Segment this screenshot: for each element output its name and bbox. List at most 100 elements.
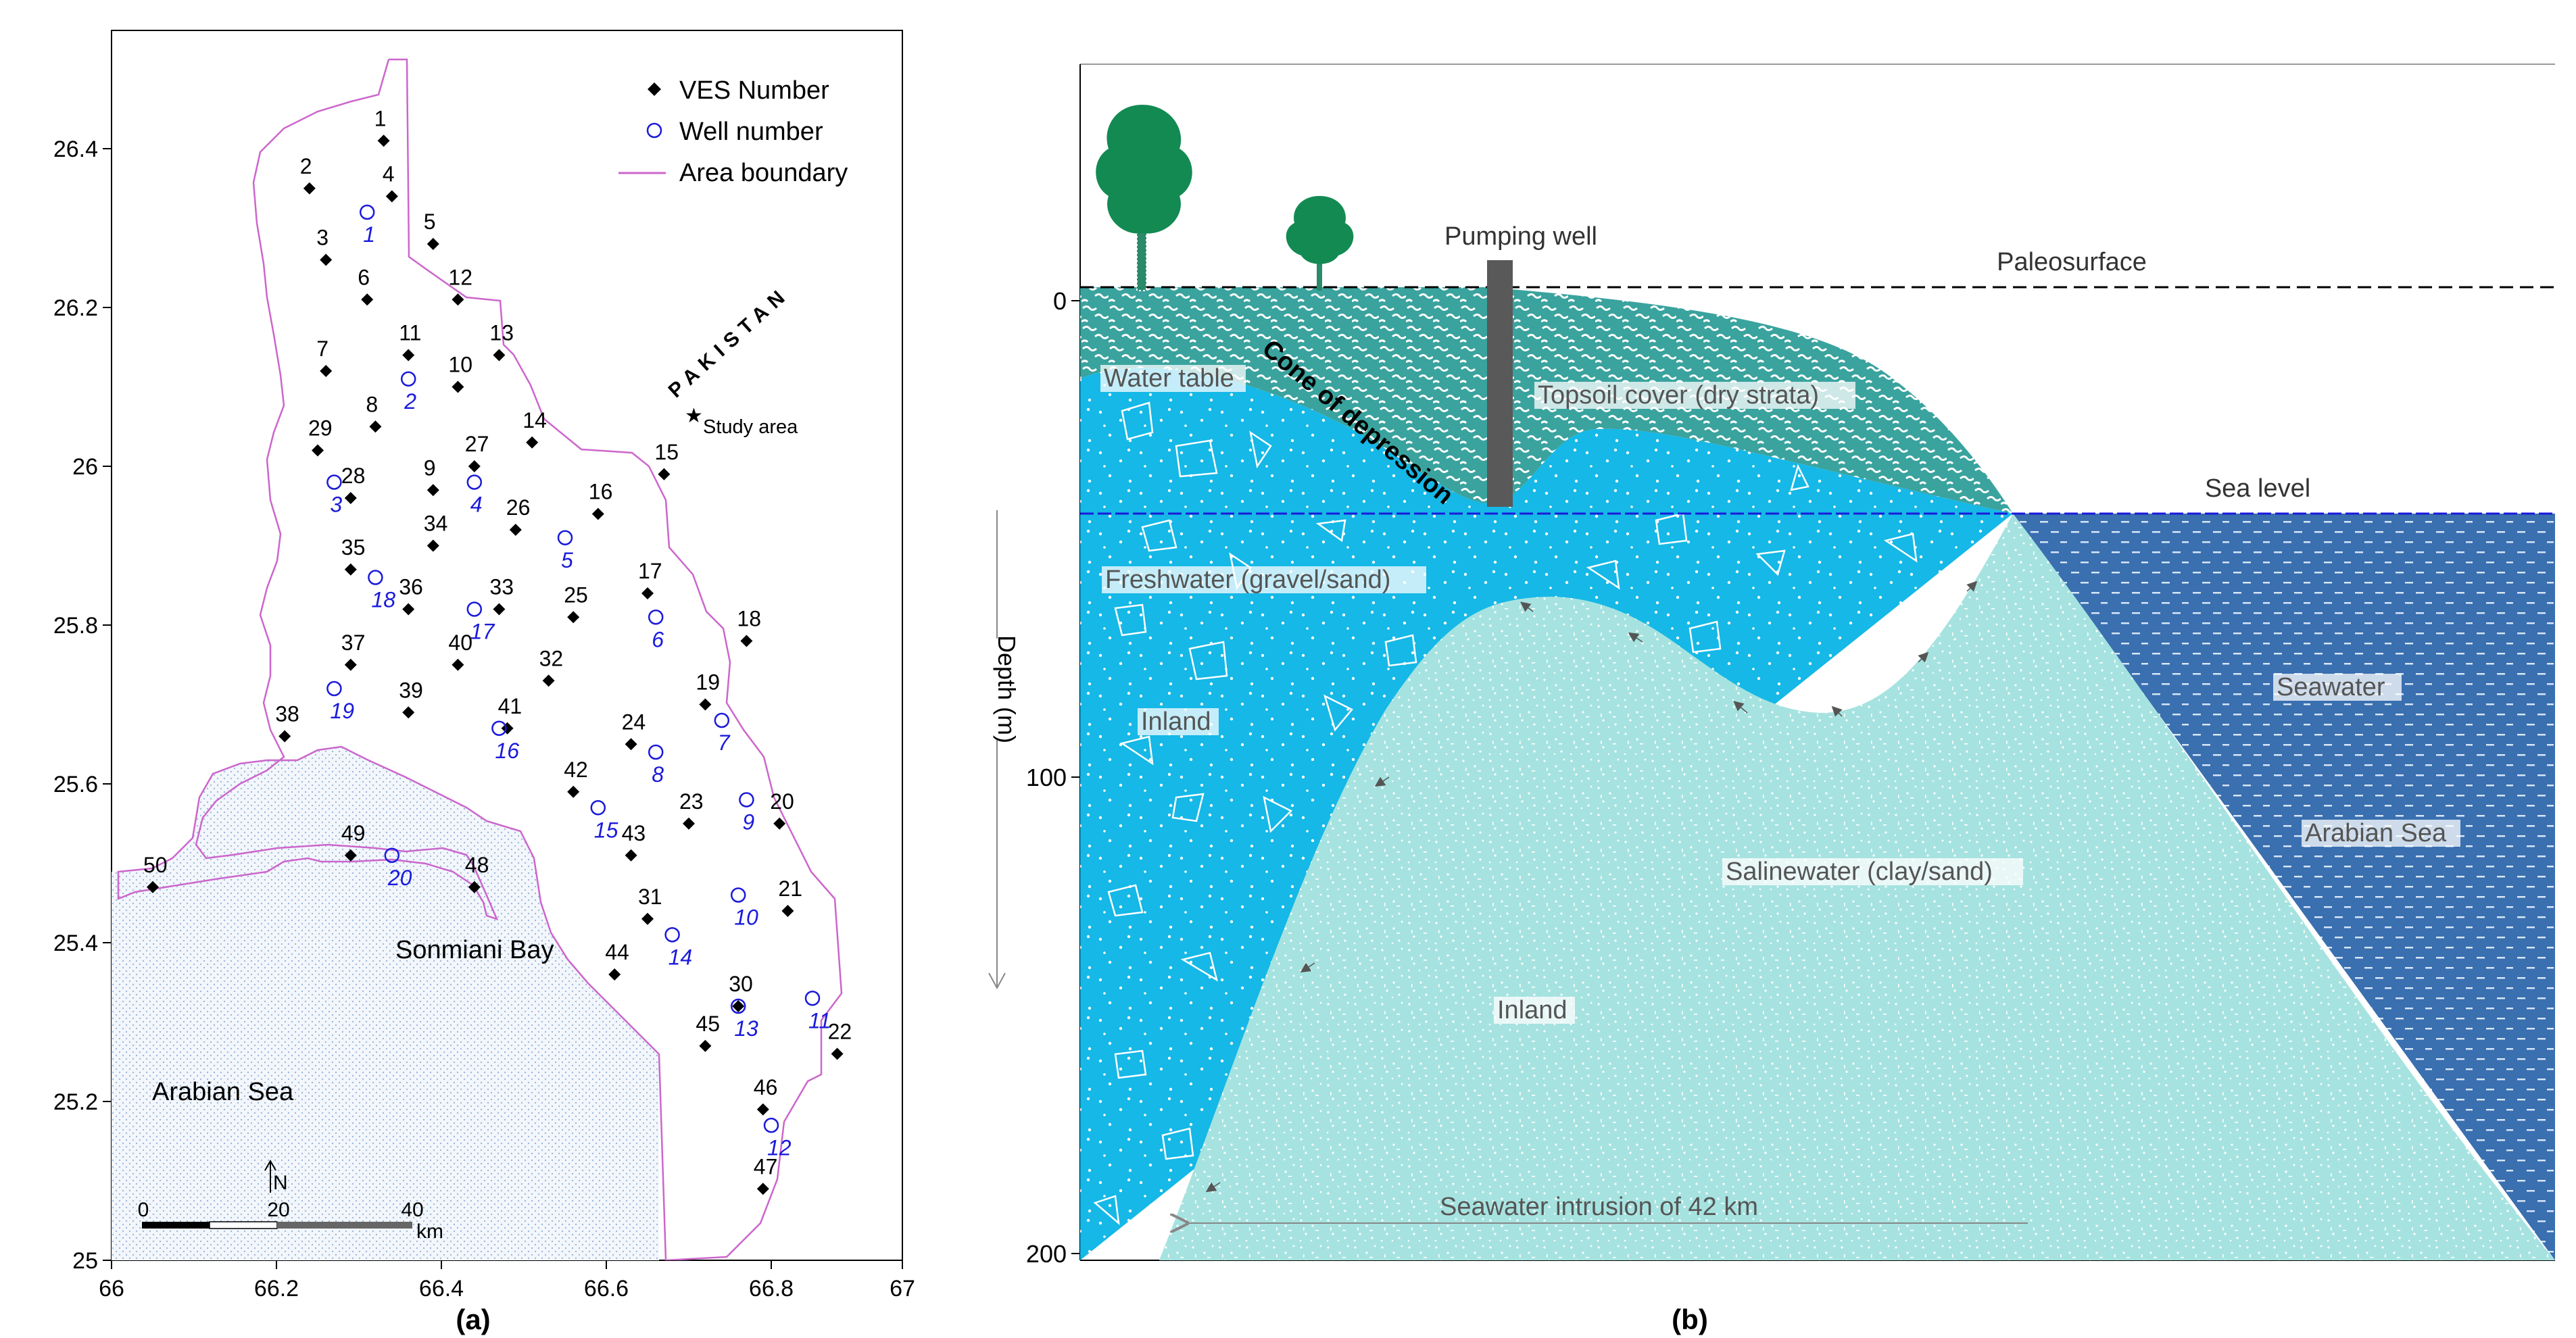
sea-label: Arabian Sea bbox=[152, 1078, 294, 1106]
scale-tick-40: 40 bbox=[401, 1199, 423, 1221]
well-point: 19 bbox=[326, 680, 354, 723]
scale-tick-20: 20 bbox=[267, 1199, 289, 1221]
ves-marker bbox=[781, 905, 794, 917]
ves-number-label: 14 bbox=[523, 408, 547, 432]
well-marker bbox=[466, 601, 483, 617]
ves-point: 30 bbox=[729, 972, 753, 1012]
map-legend: VES Number Well number Area boundary bbox=[618, 76, 848, 187]
depth-tick: 100 bbox=[1026, 764, 1067, 791]
y-tick: 25.4 bbox=[53, 931, 98, 956]
panel-b-cross-section: 0 100 200 Depth (m) Pumping well Paleosu… bbox=[988, 64, 2555, 1335]
well-number-label: 14 bbox=[669, 945, 693, 969]
ves-number-label: 15 bbox=[654, 440, 679, 464]
ves-number-label: 33 bbox=[489, 575, 514, 599]
ves-number-label: 9 bbox=[424, 455, 436, 480]
well-number-label: 13 bbox=[734, 1016, 758, 1041]
y-tick: 25.2 bbox=[53, 1089, 98, 1115]
ves-point: 12 bbox=[448, 265, 472, 306]
legend-well-label: Well number bbox=[679, 118, 823, 146]
ves-number-label: 38 bbox=[275, 702, 299, 726]
well-number-label: 17 bbox=[470, 620, 495, 644]
north-arrow-icon bbox=[264, 1159, 276, 1193]
well-point: 3 bbox=[326, 474, 342, 517]
salinewater-label: Salinewater (clay/sand) bbox=[1726, 858, 1993, 886]
x-axis bbox=[111, 1260, 903, 1269]
well-marker bbox=[730, 998, 746, 1014]
salinewater-region bbox=[1159, 514, 2555, 1260]
well-marker bbox=[730, 887, 746, 903]
ves-point: 43 bbox=[622, 821, 646, 862]
ves-number-label: 4 bbox=[383, 162, 395, 187]
ves-point: 27 bbox=[465, 432, 489, 472]
ves-number-label: 21 bbox=[778, 876, 802, 901]
ves-point: 42 bbox=[564, 758, 588, 798]
ves-marker bbox=[452, 293, 464, 306]
ves-marker bbox=[625, 738, 637, 751]
ves-marker bbox=[361, 293, 374, 306]
y-tick: 25 bbox=[72, 1248, 98, 1274]
ves-point: 1 bbox=[374, 106, 390, 147]
intrusion-label: Seawater intrusion of 42 km bbox=[1440, 1193, 1758, 1221]
well-number-label: 3 bbox=[330, 493, 342, 517]
ves-point: 47 bbox=[754, 1154, 778, 1195]
ves-number-label: 11 bbox=[399, 321, 421, 345]
ves-marker bbox=[658, 468, 671, 480]
ves-point: 40 bbox=[448, 630, 472, 671]
seawater-label: Seawater bbox=[2277, 673, 2385, 701]
bay-label: Sonmiani Bay bbox=[395, 936, 554, 964]
ves-marker bbox=[344, 658, 357, 671]
ves-marker bbox=[542, 674, 555, 687]
ves-point: 7 bbox=[316, 337, 333, 377]
area-boundary bbox=[117, 58, 843, 1260]
ves-number-label: 29 bbox=[308, 416, 333, 441]
well-point: 8 bbox=[648, 744, 664, 787]
ves-marker bbox=[369, 420, 382, 433]
ves-marker bbox=[831, 1047, 844, 1060]
ves-number-label: 47 bbox=[754, 1154, 778, 1179]
well-point: 1 bbox=[359, 204, 375, 247]
ves-point: 28 bbox=[341, 464, 365, 504]
well-point: 7 bbox=[714, 712, 731, 755]
well-point: 14 bbox=[664, 927, 693, 969]
legend-ves-label: VES Number bbox=[679, 76, 829, 105]
well-number-label: 2 bbox=[404, 389, 416, 414]
ves-number-label: 46 bbox=[754, 1075, 778, 1099]
ves-marker bbox=[427, 484, 439, 497]
ves-marker bbox=[344, 563, 357, 576]
ves-number-label: 2 bbox=[300, 154, 312, 178]
legend-ves-marker bbox=[648, 82, 661, 96]
y-tick: 25.6 bbox=[53, 772, 98, 797]
tree-icon bbox=[1286, 196, 1354, 291]
well-number-label: 10 bbox=[734, 906, 758, 930]
ves-marker bbox=[427, 238, 439, 250]
well-marker bbox=[648, 610, 664, 625]
well-number-label: 20 bbox=[387, 866, 412, 890]
legend-well-marker bbox=[646, 122, 662, 139]
ves-number-label: 8 bbox=[366, 392, 378, 416]
ves-marker bbox=[773, 817, 786, 830]
well-number-label: 5 bbox=[561, 548, 573, 572]
ves-point: 36 bbox=[399, 575, 423, 616]
well-marker bbox=[804, 991, 821, 1006]
ves-point: 6 bbox=[358, 265, 374, 306]
ves-marker bbox=[756, 1103, 769, 1116]
well-point: 2 bbox=[400, 371, 416, 414]
ves-number-label: 39 bbox=[399, 678, 423, 702]
ves-point: 19 bbox=[696, 670, 720, 711]
ves-number-label: 30 bbox=[729, 972, 753, 996]
well-number-label: 12 bbox=[767, 1135, 792, 1160]
well-number-label: 16 bbox=[495, 739, 519, 763]
ves-marker bbox=[699, 698, 712, 711]
well-marker bbox=[326, 474, 342, 490]
ves-marker bbox=[427, 539, 439, 552]
ves-number-label: 7 bbox=[316, 337, 329, 361]
ves-point: 17 bbox=[638, 559, 662, 599]
ves-points: 1234567891011121314151617181920212223242… bbox=[143, 106, 852, 1195]
ves-point: 23 bbox=[679, 789, 704, 830]
ves-marker bbox=[303, 182, 316, 195]
panel-a-caption: (a) bbox=[456, 1304, 490, 1335]
ves-point: 26 bbox=[506, 495, 530, 536]
well-point: 16 bbox=[491, 720, 519, 763]
well-marker bbox=[326, 680, 342, 697]
